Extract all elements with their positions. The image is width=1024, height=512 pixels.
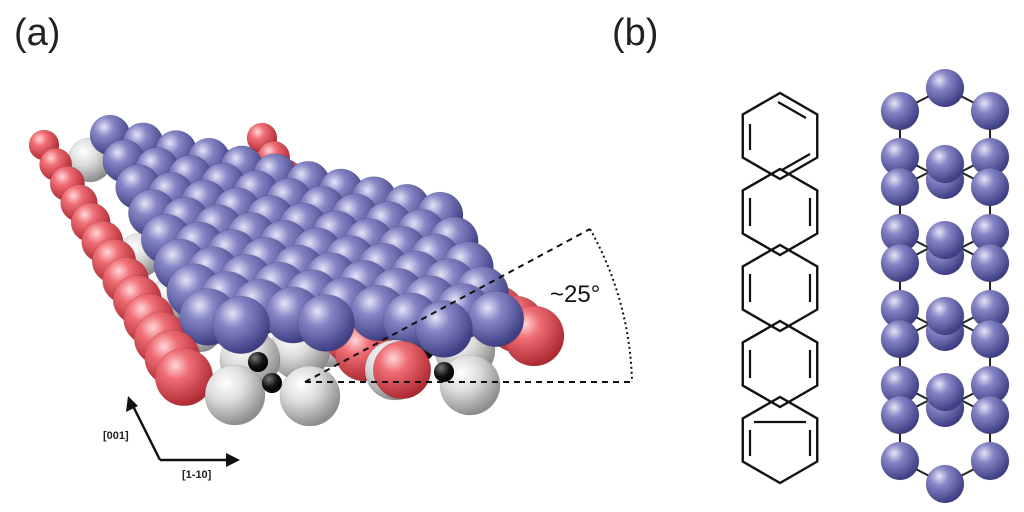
panel-a-label: (a) [14,12,61,54]
benzene-ring [741,395,819,485]
carbon-atom [880,395,920,435]
carbon-atom [970,167,1010,207]
carbon-atom [925,144,965,184]
benzene-ring [741,167,819,257]
angle-arc [589,228,633,383]
black-atom [261,372,283,394]
pentacene-ball-model [880,68,1010,504]
axis-001-arrow [130,403,162,461]
blue-atom [212,295,271,354]
carbon-atom [925,372,965,412]
carbon-atom [880,243,920,283]
axis-001-label: [001] [103,430,129,442]
pentacene-structural-formula [741,91,819,485]
white-atom [279,365,341,427]
carbon-atom [970,395,1010,435]
carbon-atom [970,319,1010,359]
carbon-atom [925,296,965,336]
benzene-ring [741,243,819,333]
axis-110-label: [1-10] [182,469,212,481]
benzene-ring [741,91,819,181]
carbon-atom [970,243,1010,283]
blue-atom [415,300,473,358]
carbon-atom [880,91,920,131]
red-atom [154,347,214,407]
white-atom [204,364,266,426]
angle-indicator: ~25° [304,228,633,383]
black-atom [433,361,455,383]
white-atom [439,354,501,416]
panel-b-label: (b) [612,12,659,54]
carbon-atom [880,441,920,481]
carbon-atom [925,464,965,504]
red-atom [372,340,432,400]
blue-atom [297,294,355,352]
carbon-atom [970,441,1010,481]
angle-label: ~25° [550,281,600,308]
surface-model [28,114,565,427]
benzene-ring [741,319,819,409]
angle-ray [304,228,591,383]
carbon-atom [925,220,965,260]
carbon-atom [880,167,920,207]
blue-atom [467,290,525,348]
crystal-axes: [001] [1-10] [103,396,240,481]
carbon-atom [880,319,920,359]
carbon-atom [970,91,1010,131]
carbon-atom [925,68,965,108]
black-atom [247,351,269,373]
